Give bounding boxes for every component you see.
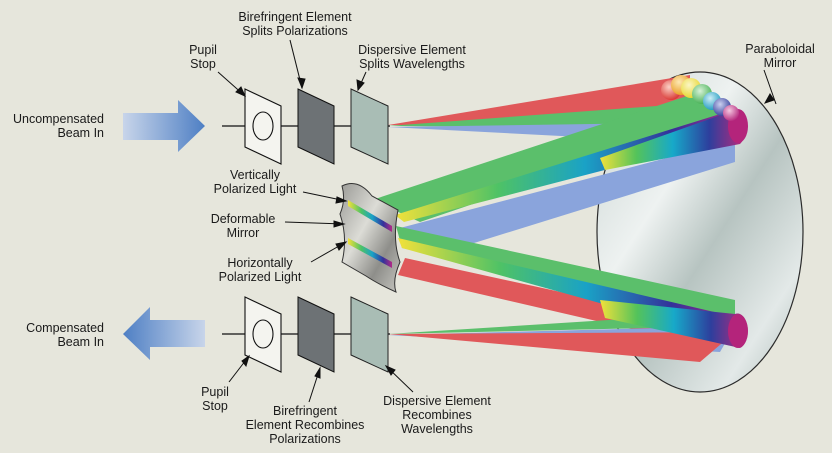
- label-vertically-polarized: Vertically Polarized Light: [213, 168, 297, 196]
- label-compensated: Compensated Beam In: [26, 321, 104, 349]
- label-dispersive-top: Dispersive Element Splits Wavelengths: [358, 43, 466, 71]
- label-uncompensated: Uncompensated Beam In: [12, 112, 104, 140]
- spectrum-spots: [661, 75, 739, 121]
- tube-end-lower: [728, 314, 748, 348]
- dispersive-element-upper: [350, 88, 389, 165]
- spectral-tube-upper: [600, 109, 746, 170]
- green-beam-to-deformable: [372, 95, 735, 222]
- label-deformable-mirror: Deformable Mirror: [210, 212, 276, 240]
- green-beam-lower: [396, 226, 735, 320]
- birefringent-element-lower: [297, 296, 335, 373]
- birefringent-element-upper: [297, 88, 335, 165]
- label-horizontally-polarized: Horizontally Polarized Light: [218, 256, 302, 284]
- pupil-aperture-upper: [252, 111, 274, 141]
- label-pupil-bottom: Pupil Stop: [201, 385, 229, 413]
- uncompensated-beam-arrow: [123, 100, 205, 152]
- label-birefringent-bottom: Birefringent Element Recombines Polariza…: [245, 404, 365, 446]
- spectrum-beam-upper: [395, 110, 740, 222]
- pupil-stop-upper: [244, 88, 282, 165]
- label-paraboloidal-mirror: Paraboloidal Mirror: [745, 42, 815, 70]
- deformable-spectrum-stripe-upper: [348, 200, 392, 232]
- red-beam-return: [388, 332, 735, 362]
- label-pupil-top: Pupil Stop: [189, 43, 217, 71]
- compensated-beam-arrow: [123, 307, 205, 360]
- label-birefringent-top: Birefringent Element Splits Polarization…: [238, 10, 352, 38]
- blue-beam-to-deformable: [400, 140, 735, 248]
- dispersive-element-lower: [350, 296, 389, 373]
- label-dispersive-bottom: Dispersive Element Recombines Wavelength…: [383, 394, 491, 436]
- pupil-aperture-lower: [252, 319, 274, 349]
- leader-lines: [217, 39, 777, 403]
- deformable-mirror: [339, 183, 401, 293]
- pupil-stop-lower: [244, 296, 282, 373]
- deformable-spectrum-stripe-lower: [348, 238, 392, 268]
- spectral-tube-lower: [600, 300, 748, 348]
